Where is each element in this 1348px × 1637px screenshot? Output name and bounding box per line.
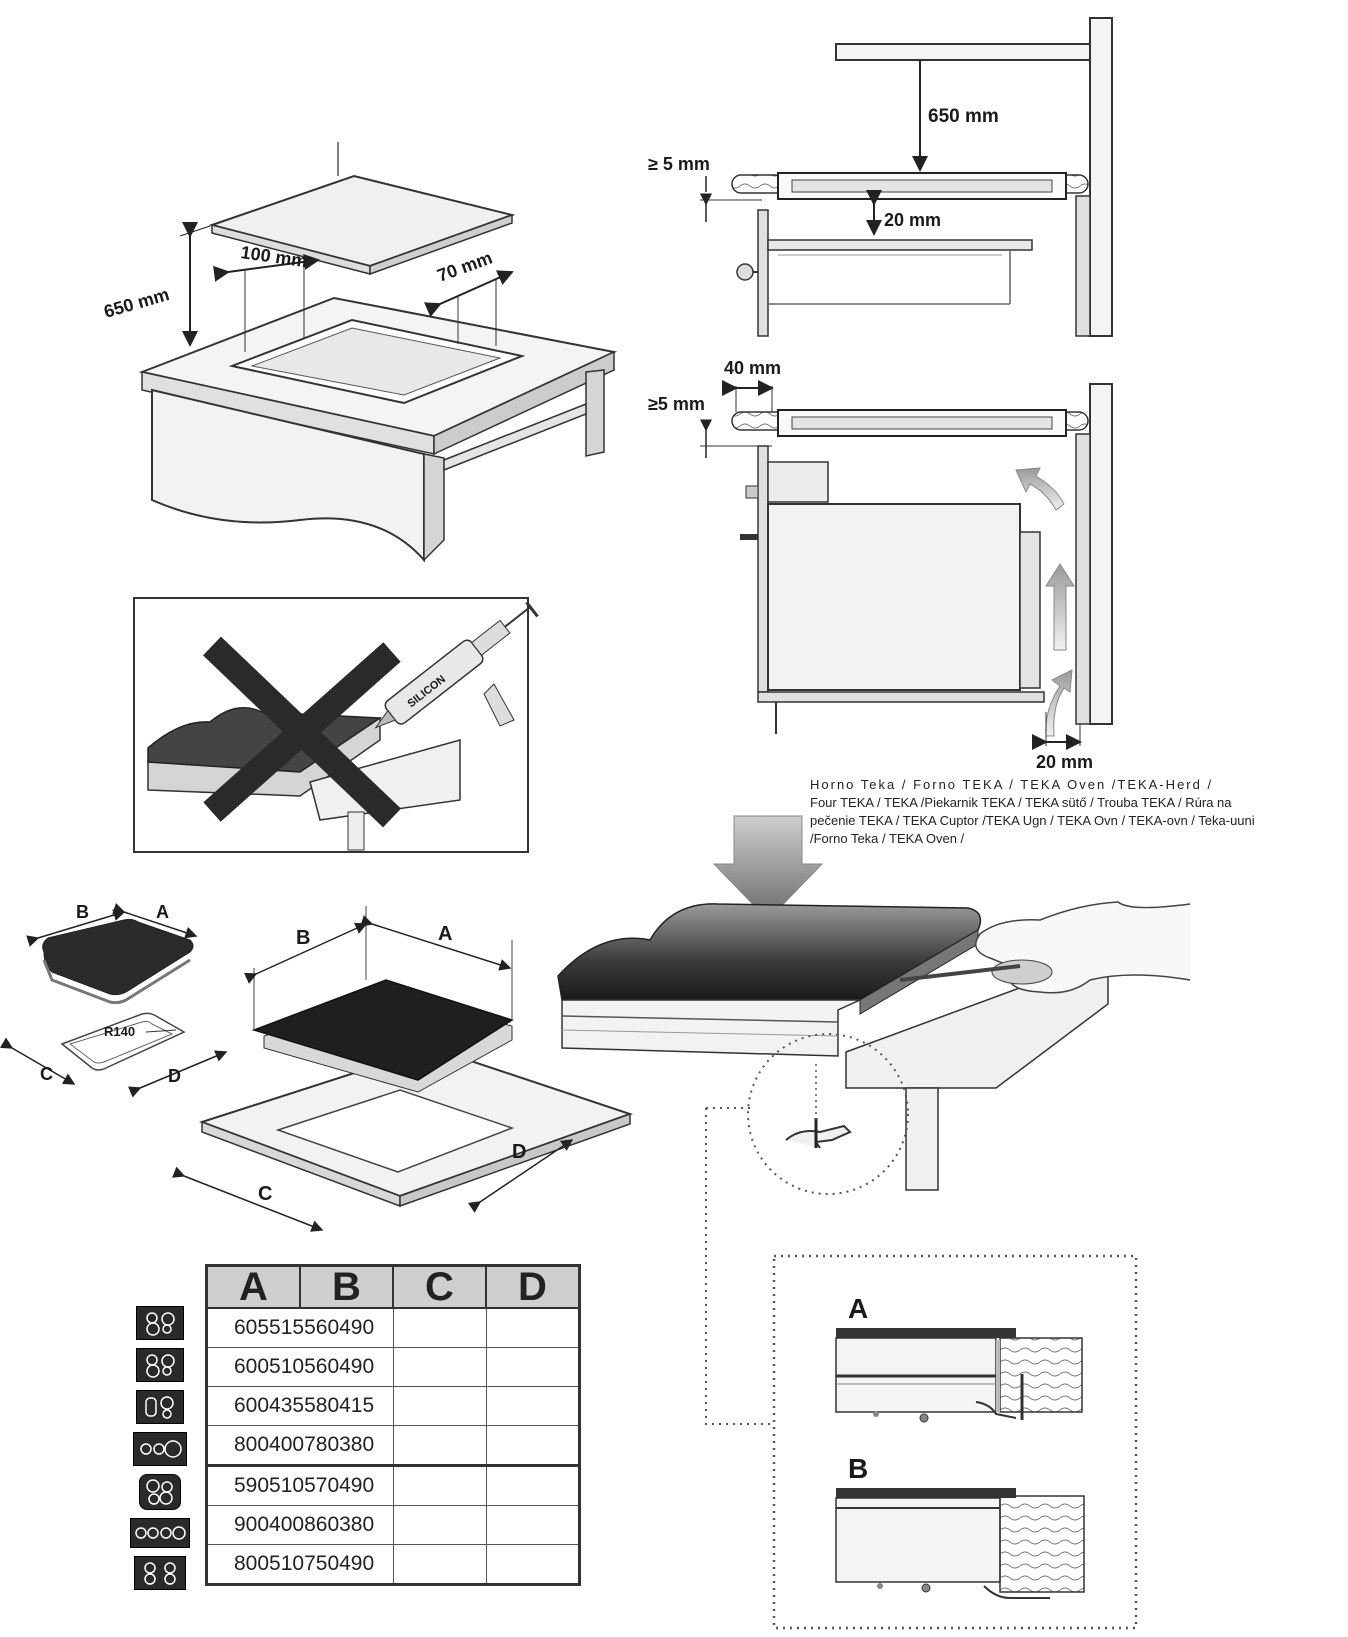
table-cell-ab: 605515560490 — [206, 1307, 394, 1348]
dim-b-label: B — [296, 927, 310, 949]
hob-4-zone-wide-icon — [130, 1518, 190, 1548]
table-cell-ab: 590510570490 — [206, 1464, 394, 1506]
table-cell-d — [485, 1307, 580, 1348]
hob-4-zone-icon — [136, 1348, 184, 1382]
height-650-right-label: 650 mm — [928, 106, 999, 127]
table-row: 800400780380 — [206, 1425, 580, 1466]
table-row: 590510570490 — [206, 1464, 580, 1506]
dim-d-small-label: D — [168, 1066, 181, 1086]
drawer-section-figure: 650 mm ≥ 5 mm 20 mm — [648, 17, 1113, 337]
table-row: 800510750490 — [206, 1544, 580, 1585]
gap-20-top-label: 20 mm — [884, 210, 941, 230]
oven-caption-line2: Four TEKA / TEKA /Piekarnik TEKA / TEKA … — [810, 795, 1232, 810]
table-row: 900400860380 — [206, 1505, 580, 1545]
header-a: A — [205, 1264, 301, 1309]
table-cell-ab: 600510560490 — [206, 1347, 394, 1387]
dim-a-label: A — [438, 923, 452, 945]
oven-caption: Horno Teka / Forno TEKA / TEKA Oven /TEK… — [810, 776, 1340, 848]
oven-caption-line1: Horno Teka / Forno TEKA / TEKA Oven /TEK… — [810, 777, 1214, 792]
dimension-figure: B A R140 C D B A C D — [0, 902, 634, 1232]
table-cell-d — [485, 1505, 580, 1545]
hob-4-zone-large-icon — [139, 1474, 181, 1510]
table-header-row: A B C D — [205, 1264, 581, 1309]
hob-insertion-figure — [557, 815, 1191, 1425]
r140-label: R140 — [104, 1024, 135, 1039]
table-row: 600510560490 — [206, 1347, 580, 1387]
dim-d-label: D — [512, 1141, 526, 1163]
dim-c-small-label: C — [40, 1064, 53, 1084]
table-cell-c — [392, 1386, 487, 1426]
dim-b-small-label: B — [76, 902, 89, 922]
table-cell-c — [392, 1425, 487, 1466]
table-cell-d — [485, 1464, 580, 1506]
height-650-label: 650 mm — [102, 284, 172, 322]
min-5mm-bottom-label: ≥5 mm — [648, 394, 705, 414]
table-cell-c — [392, 1544, 487, 1585]
gap-20-bottom-label: 20 mm — [1036, 752, 1093, 772]
table-cell-c — [392, 1464, 487, 1506]
worktop-cutout-figure: 650 mm 100 mm 70 mm — [102, 142, 618, 563]
oven-section-figure: 40 mm ≥5 mm 20 mm — [648, 358, 1113, 772]
table-cell-d — [485, 1425, 580, 1466]
table-row: 605515560490 — [206, 1307, 580, 1348]
hob-4-zone-icon — [136, 1306, 184, 1340]
no-silicon-figure: SILICON — [133, 597, 539, 853]
detail-b-label: B — [848, 1453, 868, 1484]
header-c: C — [392, 1264, 487, 1309]
table-cell-c — [392, 1307, 487, 1348]
hob-icons-column — [130, 1306, 190, 1598]
table-cell-d — [485, 1347, 580, 1387]
header-d: D — [485, 1264, 581, 1309]
table-cell-c — [392, 1505, 487, 1545]
clip-detail-figure: A B — [772, 1254, 1138, 1630]
hob-4-zone-flex-icon — [136, 1390, 184, 1424]
table-cell-d — [485, 1386, 580, 1426]
min-5mm-label: ≥ 5 mm — [648, 154, 710, 174]
oven-caption-line3: pečenie TEKA / TEKA Cuptor /TEKA Ugn / T… — [810, 813, 1255, 828]
detail-a-label: A — [848, 1293, 868, 1324]
table-cell-c — [392, 1347, 487, 1387]
table-cell-ab: 900400860380 — [206, 1505, 394, 1545]
dim-c-label: C — [258, 1183, 272, 1205]
dimensions-table: A B C D 605515560490 600510560490 600435… — [205, 1264, 581, 1586]
table-cell-ab: 800400780380 — [206, 1425, 394, 1466]
table-cell-ab: 600435580415 — [206, 1386, 394, 1426]
hob-3-zone-wide-icon — [133, 1432, 187, 1466]
table-cell-ab: 800510750490 — [206, 1544, 394, 1585]
oven-caption-line4: /Forno Teka / TEKA Oven / — [810, 831, 965, 846]
hob-4-zone-icon — [134, 1556, 186, 1590]
dim-a-small-label: A — [156, 902, 169, 922]
gap-70-label: 70 mm — [435, 247, 495, 285]
table-cell-d — [485, 1544, 580, 1585]
gap-40-label: 40 mm — [724, 358, 781, 378]
header-b: B — [299, 1264, 394, 1309]
table-row: 600435580415 — [206, 1386, 580, 1426]
